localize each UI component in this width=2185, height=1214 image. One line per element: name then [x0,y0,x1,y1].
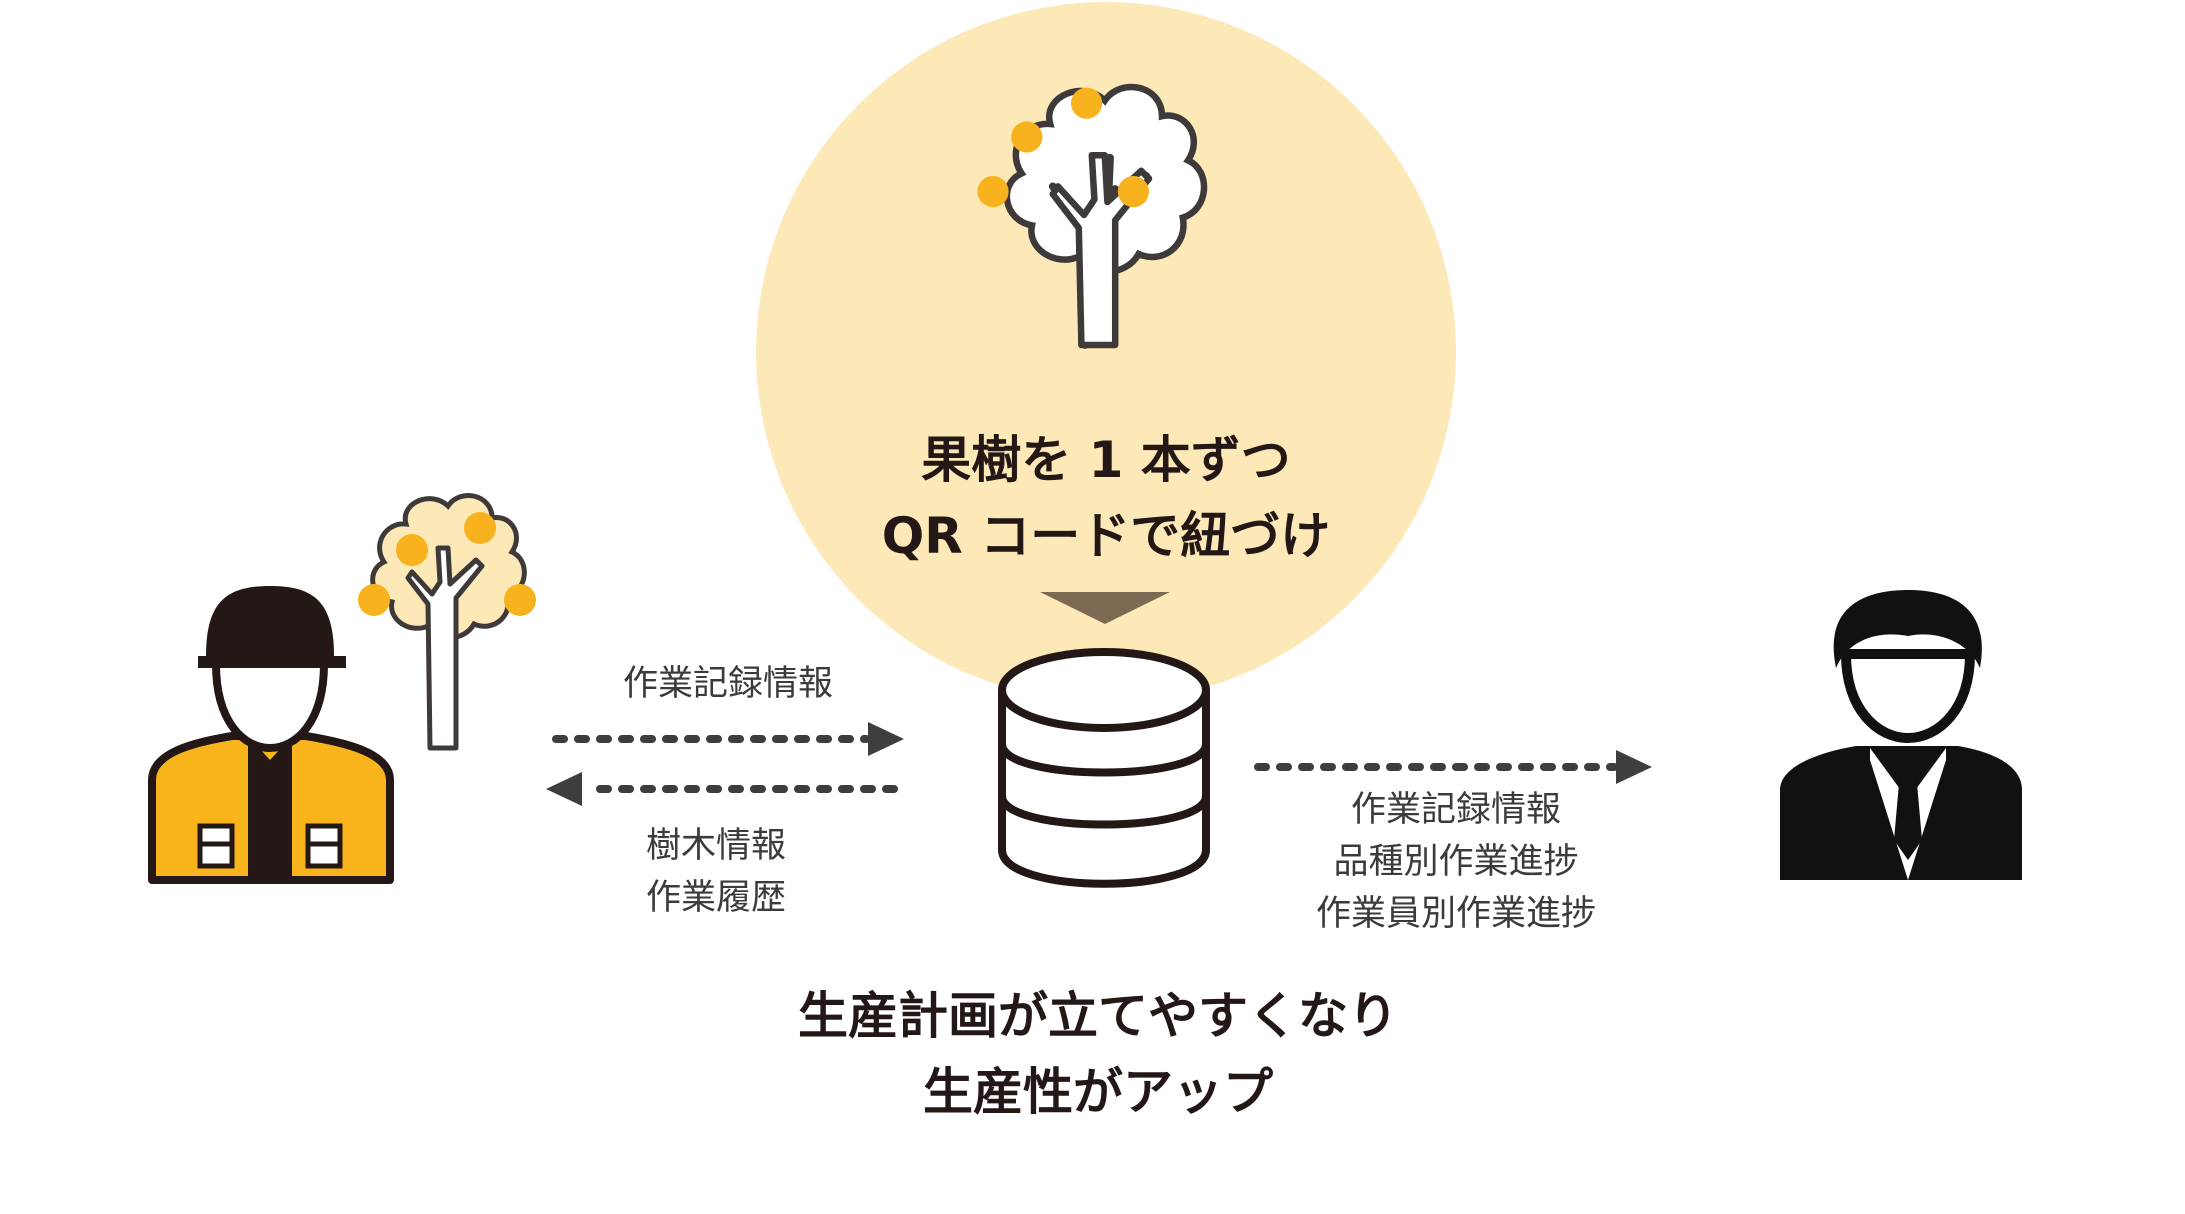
to-db-label-line-1: 作業記録情報 [622,664,834,704]
center-caption: 果樹を 1 本ずつ QR コードで紐づけ [882,422,1330,574]
result-caption-line-2: 生産性がアップ [923,1063,1273,1121]
arrow-from-db [546,772,898,806]
center-caption-line-1: 果樹を 1 本ずつ [921,431,1291,489]
arrow-to-manager [1254,750,1652,784]
to-manager-label: 作業記録情報 品種別作業進捗 作業員別作業進捗 [1316,784,1596,940]
big-tree-icon [977,87,1204,349]
result-caption: 生産計画が立てやすくなり 生産性がアップ [798,978,1398,1130]
pointer-triangle [1040,592,1170,624]
farm-worker-icon [148,586,394,884]
database-icon [998,648,1210,888]
from-db-label: 樹木情報 作業履歴 [646,820,786,924]
to-manager-label-line-2: 品種別作業進捗 [1333,842,1579,882]
from-db-label-line-2: 作業履歴 [645,878,787,918]
to-db-label: 作業記録情報 [623,658,833,710]
arrow-to-db [552,722,904,756]
from-db-label-line-1: 樹木情報 [645,826,787,866]
to-manager-label-line-3: 作業員別作業進捗 [1315,894,1597,934]
small-tree-icon [358,496,536,751]
businessman-icon [1780,590,2022,880]
result-caption-line-1: 生産計画が立てやすくなり [798,987,1398,1045]
center-caption-line-2: QR コードで紐づけ [881,507,1331,565]
to-manager-label-line-1: 作業記録情報 [1350,790,1562,830]
highlight-circle [756,2,1456,702]
